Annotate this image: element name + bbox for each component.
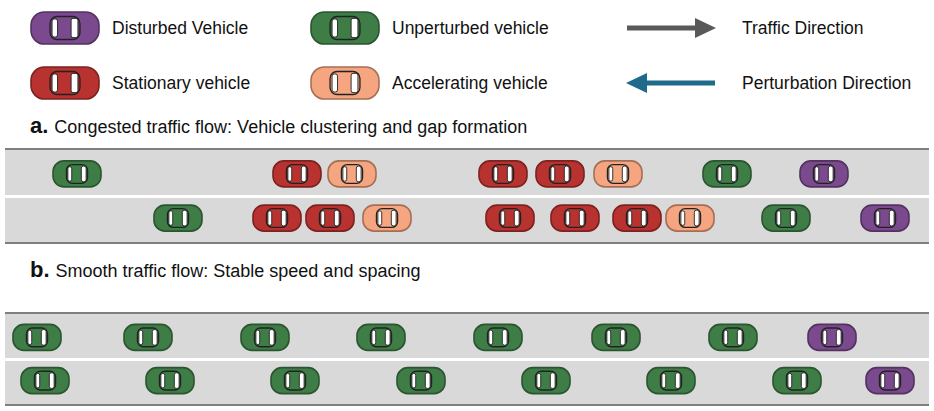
vehicle-rear-window [332,74,337,92]
legend-item: Traffic Direction [625,10,864,46]
panel-heading: b. Smooth traffic flow: Stable speed and … [30,256,420,285]
arrow-head [626,73,647,93]
legend-item: Perturbation Direction [625,65,911,101]
legend-item: Stationary vehicle [30,65,250,101]
legend-text: Stationary vehicle [112,73,250,94]
vehicle-swatch [30,10,100,46]
vehicle-cabin [330,16,360,39]
panel-title: Congested traffic flow: Vehicle clusteri… [54,117,527,137]
vehicle-windshield [351,18,358,37]
vehicle-swatch [30,65,100,101]
vehicle-icon [31,67,99,99]
legend-text: Unperturbed vehicle [392,18,549,39]
vehicle-cabin [50,71,80,94]
legend-item: Disturbed Vehicle [30,10,248,46]
vehicle-cabin [330,71,360,94]
road-band [5,312,929,406]
panel-title: Smooth traffic flow: Stable speed and sp… [56,261,421,281]
panel-letter: b. [30,257,50,282]
legend-text: Accelerating vehicle [392,73,548,94]
legend-text: Traffic Direction [742,18,864,39]
vehicle-body [311,12,379,44]
vehicle-cabin [50,16,80,39]
legend-item: Unperturbed vehicle [310,10,549,46]
vehicle-body [311,67,379,99]
legend-text: Disturbed Vehicle [112,18,248,39]
panel-letter: a. [30,113,48,138]
arrow-shaft [643,81,715,86]
vehicle-swatch [310,65,380,101]
arrow-sample [625,65,717,101]
lane-divider [5,358,929,361]
vehicle-swatch [310,10,380,46]
arrow-sample [625,10,717,46]
vehicle-windshield [71,73,78,92]
arrow-head [695,18,716,38]
panel-heading: a. Congested traffic flow: Vehicle cluste… [30,112,527,141]
vehicle-icon [311,67,379,99]
vehicle-rear-window [332,19,337,37]
legend-text: Perturbation Direction [742,73,911,94]
vehicle-windshield [351,73,358,92]
road-panel: b. Smooth traffic flow: Stable speed and … [0,256,934,408]
vehicle-icon [311,12,379,44]
vehicle-windshield [71,18,78,37]
vehicle-body [31,12,99,44]
road-band [5,148,929,244]
arrow-shaft [627,26,699,31]
vehicle-rear-window [52,74,57,92]
legend-item: Accelerating vehicle [310,65,548,101]
lane-divider [5,195,929,198]
vehicle-body [31,67,99,99]
vehicle-rear-window [52,19,57,37]
road-panel: a. Congested traffic flow: Vehicle cluste… [0,112,934,248]
vehicle-icon [31,12,99,44]
